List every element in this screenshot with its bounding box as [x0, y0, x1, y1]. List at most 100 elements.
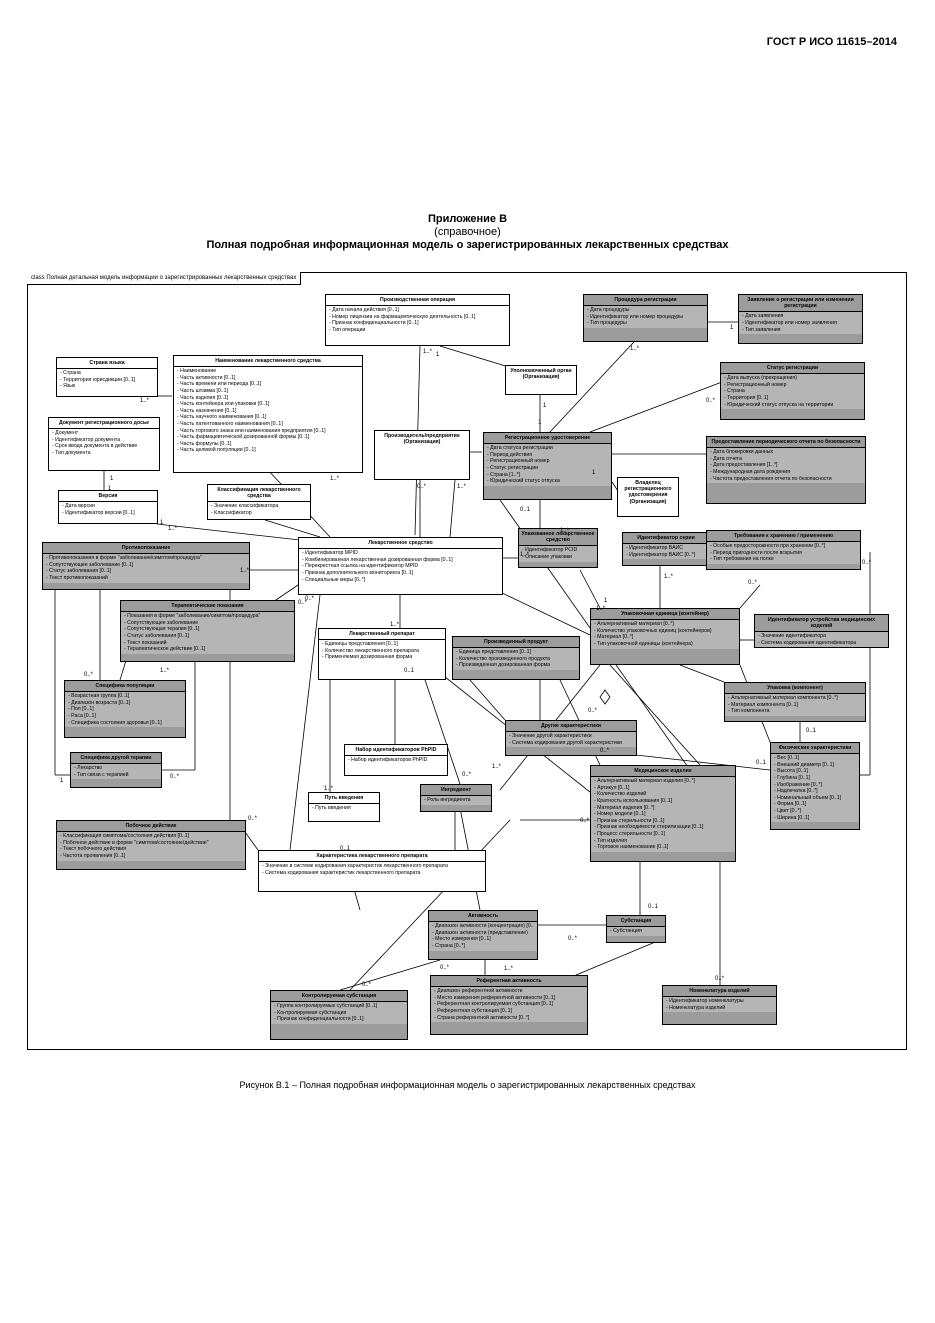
assoc-line	[264, 519, 321, 538]
class-attribute: Часть назначения [0..1]	[177, 408, 359, 415]
class-name: Специфика другой терапии	[71, 753, 161, 765]
class-attribute: Терапевтическое действие [0..1]	[124, 646, 291, 653]
multiplicity-label: 0..1	[756, 760, 767, 766]
multiplicity-label: 1	[110, 476, 114, 482]
class-attribute: Тип компонента	[728, 708, 862, 715]
class-attribute: Цвет [0..*]	[774, 808, 856, 815]
class-attribute: Контролируемая субстанция	[274, 1010, 404, 1017]
multiplicity-label: 0..1	[648, 904, 659, 910]
class-attribute: Специальные меры [0..*]	[302, 577, 499, 584]
class-attributes: Альтернативный материал компонента [0..*…	[725, 694, 865, 716]
class-attribute: Часть фармацевтической дозированной форм…	[177, 434, 359, 441]
class-attribute: Текст побочного действия	[60, 846, 242, 853]
class-attribute: Срок ввода документа в действие	[52, 443, 156, 450]
class-attribute: Описание упаковки	[522, 554, 594, 561]
class-attribute: Международная дата рождения	[710, 469, 862, 476]
class-box-specifika-drugoj: Специфика другой терапииЛекарствоТип свя…	[70, 752, 162, 788]
class-attributes: Дата версииИдентификатор версии [0..1]	[59, 502, 157, 517]
class-attribute: Идентификатор документа	[52, 437, 156, 444]
class-box-kontrol-subst: Контролируемая субстанцияГруппа контроли…	[270, 990, 408, 1040]
class-box-referentnaya: Референтная активностьДиапазон референтн…	[430, 975, 588, 1035]
class-attribute: Регистрационный номер	[487, 458, 608, 465]
multiplicity-label: 1..*	[160, 668, 170, 674]
class-attribute: Статус заболевания [0..1]	[124, 633, 291, 640]
class-attributes: Набор идентификаторов PhPID	[345, 756, 447, 765]
class-attribute: Тип требования на полке	[710, 556, 857, 563]
class-box-vladelec: Владелец регистрационного удостоверения …	[617, 477, 679, 517]
multiplicity-label: 1..*	[240, 568, 250, 574]
class-attributes: Идентификатор ВАИСИдентификатор ВАИС [0.…	[623, 544, 709, 560]
class-box-dokument: Документ регистрационного досьеДокументИ…	[48, 417, 160, 471]
class-attribute: Регистрационный номер	[724, 382, 861, 389]
class-attribute: Возрастная группа [0..1]	[68, 693, 182, 700]
class-attribute: Надпечатка [0..*]	[774, 788, 856, 795]
class-box-upakovka-komp: Упаковка (компонент)Альтернативный матер…	[724, 682, 866, 722]
class-box-aktivnost: АктивностьДиапазон активности (концентра…	[428, 910, 538, 960]
class-attribute: Единицы представления [0..1]	[322, 641, 442, 648]
class-box-proizvoditel: Производитель/предприятие (Организация)	[374, 430, 470, 480]
class-attribute: Диапазон активности (концентрация) [0..1…	[432, 923, 534, 930]
class-name: Побочное действие	[57, 821, 245, 833]
class-box-status-reg: Статус регистрацииДата выпуска (прекраще…	[720, 362, 865, 420]
class-attributes: Вес [0..1]Внешний диаметр [0..1]Высота […	[771, 754, 859, 823]
class-attribute: Референтная контролируемая субстанция [0…	[434, 1001, 584, 1008]
class-attributes: НаименованиеЧасть активности [0..1]Часть…	[174, 367, 362, 455]
multiplicity-label: 1	[538, 420, 542, 426]
multiplicity-label: 1..*	[596, 606, 606, 612]
class-attribute: Система кодирования другой характеристик…	[509, 740, 633, 747]
assoc-line	[419, 664, 461, 785]
class-attribute: Значение идентификатора	[758, 633, 885, 640]
class-attributes: Роль ингредиента	[421, 796, 491, 805]
class-attribute: Раса [0..1]	[68, 713, 182, 720]
class-box-substanciya: СубстанцияСубстанция	[606, 915, 666, 943]
multiplicity-label: 1	[436, 352, 440, 358]
class-attribute: Дата блокировки данных	[710, 449, 862, 456]
class-attribute: Материал изделия [0..*]	[594, 805, 732, 812]
class-attribute: Признак конфиденциальности [0..1]	[274, 1016, 404, 1023]
class-box-upakovochnaya-ed: Упаковочная единица (контейнер)Альтернат…	[590, 608, 740, 665]
class-attributes: Диапазон активности (концентрация) [0..1…	[429, 922, 537, 951]
class-attribute: Значение другой характеристики	[509, 733, 633, 740]
multiplicity-label: 1..*	[330, 476, 340, 482]
class-attributes: Значение идентификатораСистема кодирован…	[755, 632, 888, 647]
class-attribute: Процесс стерильности [0..1]	[594, 831, 732, 838]
class-attribute: Частота проявления [0..1]	[60, 853, 242, 860]
multiplicity-label: 0..1	[340, 846, 351, 852]
class-attribute: Противопоказания в форме "заболевание/си…	[46, 555, 246, 562]
multiplicity-label: 0..*	[305, 596, 315, 602]
assoc-line	[469, 679, 506, 721]
multiplicity-label: 1..*	[560, 528, 570, 534]
class-name: Лекарственный препарат	[319, 629, 445, 641]
class-attribute: Признак необходимости стерилизации [0..1…	[594, 824, 732, 831]
multiplicity-label: 0..*	[580, 818, 590, 824]
class-attribute: Место измерения референтной активности […	[434, 995, 584, 1002]
class-attribute: Территория [0..1]	[724, 395, 861, 402]
class-attribute: Материал компонента [0..1]	[728, 702, 862, 709]
class-name: Предоставление периодического отчета по …	[707, 437, 865, 449]
class-name: Упаковочная единица (контейнер)	[591, 609, 739, 621]
class-attribute: Часть времени или периода [0..1]	[177, 381, 359, 388]
assoc-line	[156, 523, 301, 541]
multiplicity-label: 1	[60, 778, 64, 784]
class-attribute: Система кодирования идентификатора	[758, 640, 885, 647]
class-attribute: Произведенная дозированная форма	[456, 662, 576, 669]
class-attribute: Юридический статус отпуска	[487, 478, 608, 485]
class-attribute: Альтернативный материал [0..*]	[594, 621, 736, 628]
assoc-line	[339, 959, 441, 991]
class-name: Владелец регистрационного удостоверения …	[624, 480, 672, 505]
multiplicity-label: 1..*	[140, 398, 150, 404]
class-attributes: Идентификатор MPIDКомбинированная лекарс…	[299, 549, 502, 584]
multiplicity-label: 0..*	[748, 580, 758, 586]
diagram-frame-label: class Полная детальная модель информации…	[27, 272, 302, 285]
class-box-med-izdelie: Медицинское изделиеАльтернативный матери…	[590, 765, 736, 862]
class-attribute: Номер модели [0..1]	[594, 811, 732, 818]
class-box-proizv-izdelie: Произведенный продуктЕдиница представлен…	[452, 636, 580, 680]
class-name: Номенклатура изделий	[663, 986, 776, 998]
class-box-identif-serii: Идентификатор серииИдентификатор ВАИСИде…	[622, 532, 710, 566]
class-attributes: Дата заявленияИдентификатор или номер за…	[739, 312, 862, 335]
diagram-frame	[27, 272, 907, 1050]
class-box-terapevticheskie: Терапевтические показанияПоказания в фор…	[120, 600, 295, 662]
class-attribute: Страна [0..*]	[432, 943, 534, 950]
class-attributes: Альтернативный материал [0..*]Количество…	[591, 620, 739, 649]
class-name: Референтная активность	[431, 976, 587, 988]
